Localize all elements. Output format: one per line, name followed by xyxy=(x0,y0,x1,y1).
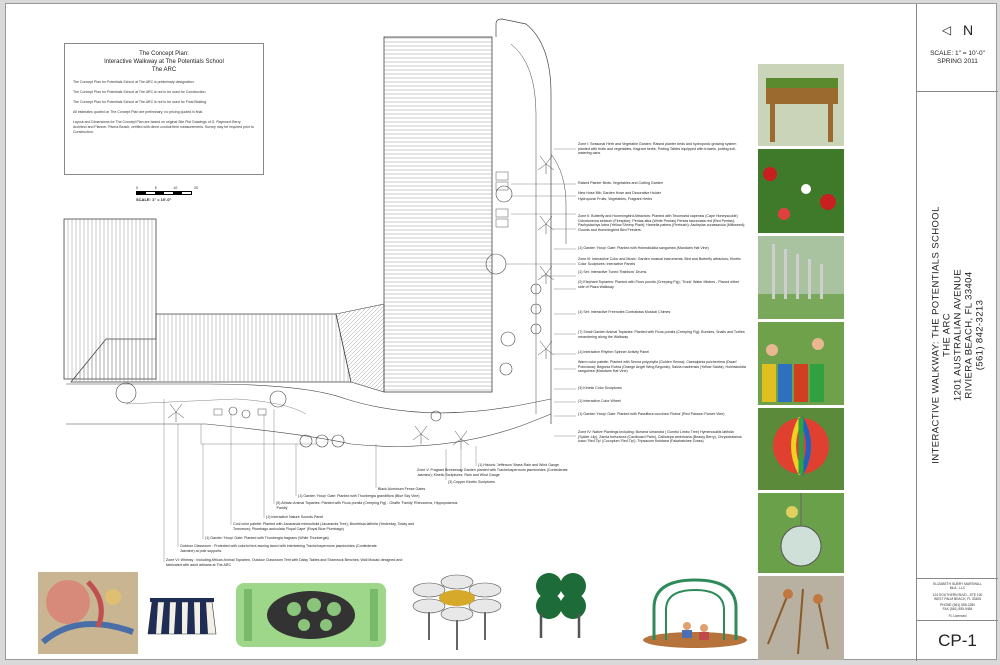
callout-hoop-gate-white: (1) Garden 'Hoop' Gate: Planted with Thu… xyxy=(205,536,329,540)
north-label: N xyxy=(963,22,974,38)
callout-chimes: (1) Set: Interactive Freenotes Contrabas… xyxy=(578,310,671,314)
concept-plan-notes: The Concept Plan: Interactive Walkway at… xyxy=(64,43,264,175)
photo-strip xyxy=(758,64,844,660)
project-title: INTERACTIVE WALKWAY: THE POTENTIALS SCHO… xyxy=(930,206,985,464)
callout-nature-sounds: (1) Interactive Nature Sounds Panel xyxy=(266,515,324,519)
title-block: ◁ N SCALE: 1" = 10'-0" SPRING 2011 INTER… xyxy=(916,4,998,661)
callout-outdoor-classroom: Outdoor Classroom : Protected with color… xyxy=(180,544,377,553)
daisy-table-image xyxy=(412,574,502,650)
note-paragraph: Layout and Dimensions for The Concept Pl… xyxy=(73,120,254,134)
project-title-block: INTERACTIVE WALKWAY: THE POTENTIALS SCHO… xyxy=(917,92,998,579)
callout-warm-palette: Warm color palette: Planted with Senna p… xyxy=(578,360,746,374)
north-arrow-icon: ◁ xyxy=(941,23,952,37)
leader-lines xyxy=(163,148,576,562)
callout-hoop-gate-mandarin: (1) Garden 'Hoop' Gate: Planted with Hol… xyxy=(578,246,709,250)
scale-bar xyxy=(136,191,192,195)
rhythm-spinner-panel-image xyxy=(236,583,386,647)
callout-zone-3: Zone III: Interactive Color and Music: G… xyxy=(578,257,741,266)
notes-title: The Concept Plan: Interactive Walkway at… xyxy=(104,51,224,73)
drawing-sheet: The Concept Plan: Interactive Walkway at… xyxy=(5,3,998,661)
palm-symbols xyxy=(167,155,555,449)
note-paragraph: The Concept Plan for Potentials School a… xyxy=(73,100,207,104)
plan-area: The Concept Plan: Interactive Walkway at… xyxy=(6,4,758,661)
callout-zone-1: Zone I: Seasonal Herb and Vegetable Gard… xyxy=(578,142,737,156)
callout-hose-bib: New Hose Bib; Garden Hose and Decorative… xyxy=(578,191,661,195)
firm-info: ELIZABETH SUBRY MARSHALL MLA - LLC 124 S… xyxy=(917,579,998,621)
note-paragraph: The Concept Plan for Potentials School a… xyxy=(73,90,207,94)
site-plan-drawing xyxy=(63,18,576,562)
callout-zone-5: Zone V: Fragrant Breezeway Garden plante… xyxy=(417,468,568,477)
note-paragraph: The Concept Plan for Potentials School a… xyxy=(73,80,195,84)
callout-zone-2: Zone II: Butterfly and Hummingbird Attra… xyxy=(578,214,746,232)
scale-label: SCALE: 1" = 10'-0" xyxy=(136,197,172,202)
planting-symbols xyxy=(115,185,542,448)
callout-small-topiaries: (7) Small Garden Animal Topiaries: Plant… xyxy=(578,330,745,339)
callout-kinetic-color: (3) Kinetic Color Sculptures xyxy=(578,386,622,390)
callout-copper-sculptures: (3) Copper Kinetic Sculptures xyxy=(448,480,495,484)
building-east xyxy=(383,36,493,393)
callout-drums: (1) Set: Interactive Tuned 'Rainbow' Dru… xyxy=(578,270,648,274)
sheet-date: SPRING 2011 xyxy=(937,58,978,65)
callout-zone-6: Zone VI: Whimsy : Including African Anim… xyxy=(166,558,403,567)
north-scale-block: ◁ N SCALE: 1" = 10'-0" SPRING 2011 xyxy=(917,4,998,92)
callout-hoop-gate-bluesky: (1) Garden 'Hoop' Gate: Planted with Thu… xyxy=(298,494,420,498)
sheet-scale: SCALE: 1" = 10'-0" xyxy=(930,50,985,57)
note-paragraph: All estimates quoted on The Concept Plan… xyxy=(73,110,204,114)
callout-elephant-topiaries: (2) Elephant Topiaries: Planted with Fic… xyxy=(578,280,740,289)
callout-raised-beds: Raised Planter Beds: Vegetables and Cutt… xyxy=(578,181,663,185)
callout-rain-gauge: (1) Historic 'Jefferson' Brass Rain and … xyxy=(478,463,560,467)
callout-african-topiaries: (5) African Animal Topiaries: Planted wi… xyxy=(276,501,458,510)
outdoor-classroom-arch-image xyxy=(643,578,747,648)
striped-awning-image xyxy=(147,598,217,635)
callout-fence-gates: Black Aluminum Fence Gates xyxy=(378,487,426,491)
callout-hoop-gate-passion: (1) Garden 'Hoop' Gate: Planted with Pas… xyxy=(578,412,725,416)
wall-mosaic-image xyxy=(38,572,138,654)
shamrock-bench-image xyxy=(536,573,586,638)
callout-color-wheel: (1) Interactive Color Wheel xyxy=(578,399,621,403)
callout-cool-palette: Cool color palette: Planted with Jacaran… xyxy=(233,522,415,531)
callout-hydroponic: Hydroponic Fruits, Vegetables, Fragrant … xyxy=(578,197,653,201)
strawberry-photo xyxy=(758,149,844,233)
sheet-number: CP-1 xyxy=(938,631,977,650)
photo-collage xyxy=(758,64,844,660)
callout-zone-4: Zone IV: Native Plantings including: Bur… xyxy=(578,430,742,444)
graphic-scale: 0 5 10 20 SCALE: 1" = 10'-0" xyxy=(136,186,198,202)
callout-rhythm-spinner: (1) Interactive Rhythm Spinner Activity … xyxy=(578,350,650,354)
